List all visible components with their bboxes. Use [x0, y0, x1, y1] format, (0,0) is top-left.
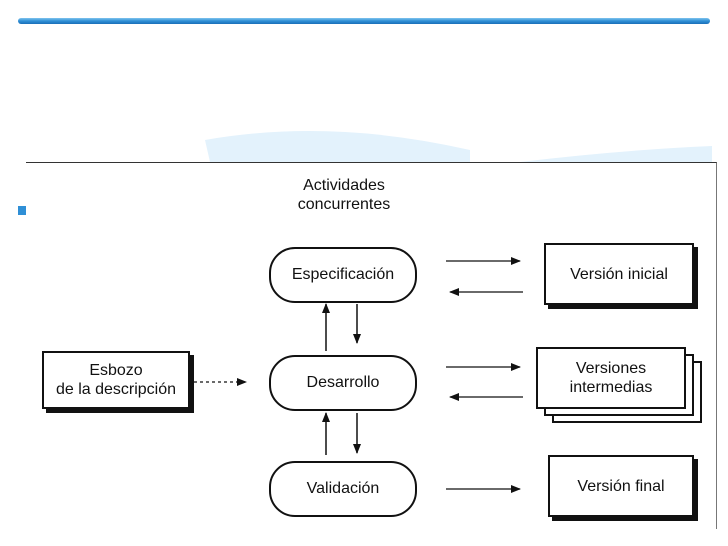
header-line-1: Actividades — [303, 177, 385, 194]
validation-activity: Validación — [269, 461, 417, 517]
development-activity: Desarrollo — [269, 355, 417, 411]
outline-line-2: de la descripción — [55, 381, 177, 398]
validation-label: Validación — [306, 480, 380, 497]
final-version-box: Versión final — [548, 455, 694, 517]
intermediate-line-2: intermedias — [569, 379, 653, 396]
header-line-2: concurrentes — [297, 196, 391, 213]
intermediate-versions-box: Versiones intermedias — [536, 347, 686, 409]
diagram-header: Actividades concurrentes — [264, 176, 424, 214]
outline-line-1: Esbozo — [89, 362, 143, 379]
final-version-label: Versión final — [577, 477, 665, 495]
diagram-connectors — [194, 257, 523, 493]
initial-version-label: Versión inicial — [570, 265, 668, 283]
intermediate-line-1: Versiones — [575, 360, 647, 377]
process-diagram: Actividades concurrentes Esbozo de la de… — [26, 162, 717, 529]
specification-label: Especificación — [291, 266, 395, 283]
development-label: Desarrollo — [306, 374, 380, 391]
initial-version-box: Versión inicial — [544, 243, 694, 305]
outline-description-box: Esbozo de la descripción — [42, 351, 190, 409]
specification-activity: Especificación — [269, 247, 417, 303]
slide-title-bar — [18, 18, 710, 24]
